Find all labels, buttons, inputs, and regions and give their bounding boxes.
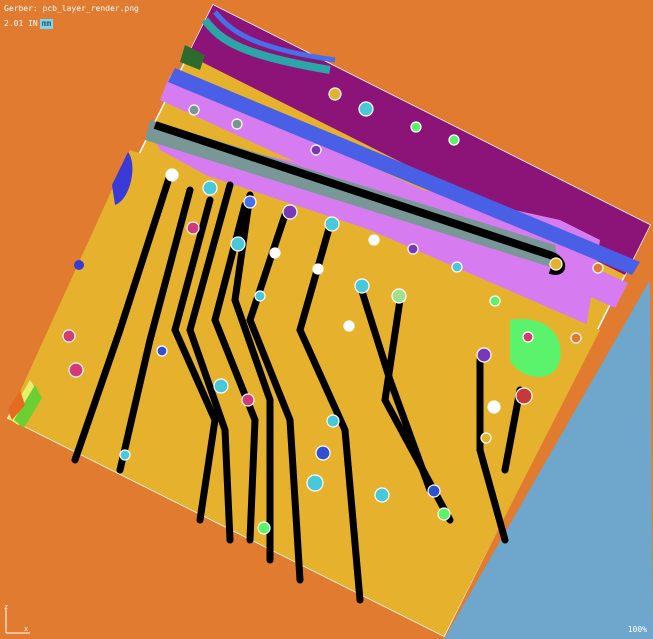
axis-z-label: z (4, 603, 8, 611)
blue-band (168, 68, 640, 275)
subtitle-text: 2.01 IN (4, 19, 38, 28)
unit-tag[interactable]: mm (39, 19, 54, 29)
green-pad (510, 319, 561, 377)
zoom-indicator: 100% (627, 625, 647, 634)
axis-x-label: x (24, 625, 28, 633)
axis-gizmo-icon: z x (4, 603, 30, 634)
magenta-plane (188, 5, 650, 275)
viewer-title: Gerber: pcb_layer_render.png (4, 4, 139, 13)
pcb-board (6, 3, 653, 639)
via-group (62, 87, 604, 535)
